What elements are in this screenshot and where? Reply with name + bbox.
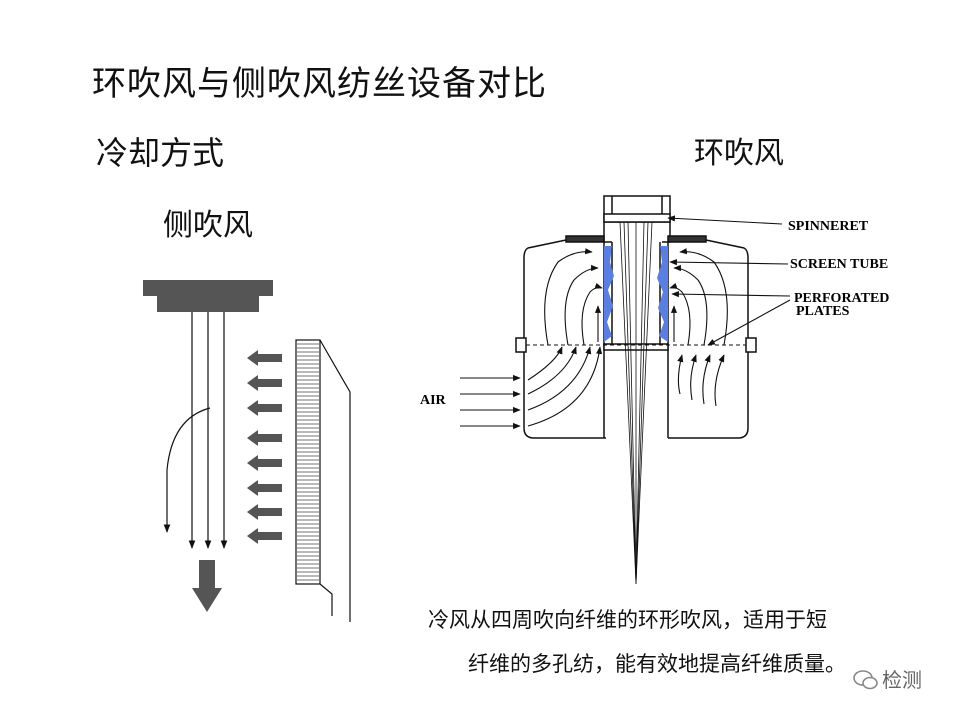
chamber-flange-right (745, 337, 757, 353)
side-perforated-plate (295, 339, 321, 585)
screen-filter-left (604, 246, 614, 342)
caption-line-1: 冷风从四周吹向纤维的环形吹风，适用于短 (428, 608, 827, 632)
ring-airflow-arrows (460, 248, 728, 430)
label-pointers (667, 215, 791, 346)
chamber-flange-left (515, 337, 527, 353)
wechat-icon (853, 670, 878, 690)
output-arrow (192, 560, 222, 612)
side-airflow-curve (163, 407, 211, 533)
chamber-lid-right (667, 235, 707, 243)
cooling-method-heading: 冷却方式 (96, 134, 225, 172)
page-title: 环吹风与侧吹风纺丝设备对比 (92, 64, 547, 104)
side-spinneret-block (143, 280, 273, 296)
label-perforated: PERFORATED (794, 291, 889, 306)
side-blow-label: 侧吹风 (163, 208, 253, 243)
chamber-lid-left (565, 235, 605, 243)
ring-filament-bundle (619, 221, 653, 585)
caption-line-2: 纤维的多孔纺，能有效地提高纤维质量。 (468, 652, 846, 676)
side-spinneret-lower (157, 296, 259, 312)
label-air: AIR (420, 393, 447, 408)
side-duct-bottom (319, 583, 333, 616)
ring-blow-label: 环吹风 (694, 136, 784, 171)
watermark-text: 检测 (882, 668, 922, 692)
screen-filter-right (657, 246, 668, 342)
label-plates: PLATES (796, 304, 850, 319)
side-blow-diagram (143, 280, 351, 622)
label-spinneret: SPINNERET (788, 219, 869, 234)
side-duct-wall (319, 339, 351, 622)
side-air-arrows (247, 350, 282, 544)
label-screen-tube: SCREEN TUBE (790, 257, 888, 272)
